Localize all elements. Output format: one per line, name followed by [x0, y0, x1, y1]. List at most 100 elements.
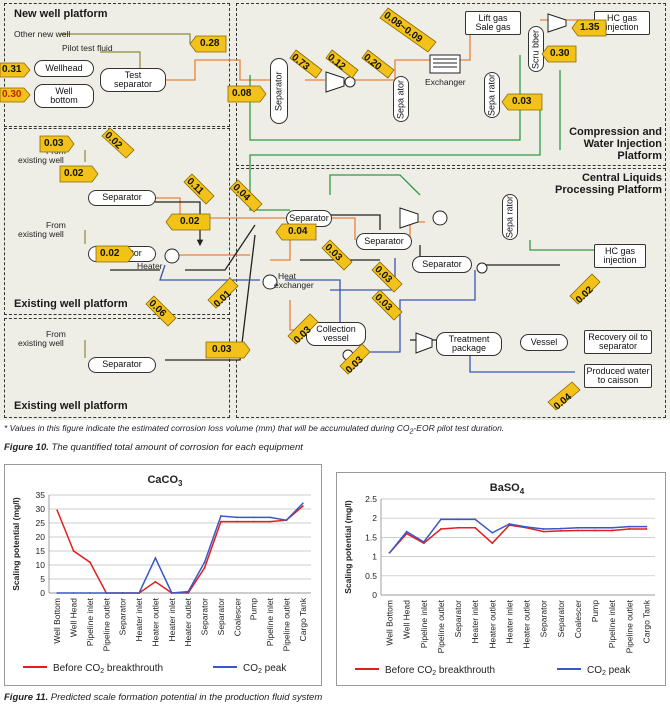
data-point — [645, 528, 648, 530]
tag-shape — [59, 165, 99, 183]
data-point — [457, 518, 459, 521]
data-point — [220, 520, 222, 523]
value-0-03-a: 0.03 — [512, 96, 532, 107]
data-point — [405, 530, 408, 533]
x-tick-label: Pipeline inlet — [265, 597, 275, 646]
data-point — [252, 520, 255, 523]
data-point — [72, 592, 75, 594]
tag-shape — [95, 245, 135, 263]
x-tick-label: Pump — [249, 598, 259, 620]
x-tick-label: Separator — [200, 598, 210, 635]
separator-label: Separator — [102, 359, 142, 370]
produced-label-1: Produced water — [586, 365, 650, 376]
zone-title-central-2: Processing Platform — [555, 184, 662, 196]
data-point — [252, 516, 255, 519]
data-point — [203, 566, 206, 569]
legend-sub: 2 — [258, 668, 262, 675]
x-tick-label: Pipeline outlet — [624, 599, 634, 653]
tag-shape — [325, 49, 359, 79]
hc-gas-label-1: HC gas — [604, 245, 635, 256]
data-point — [154, 580, 157, 583]
y-tick-label: 5 — [40, 574, 45, 584]
y-tick-label: 0 — [372, 590, 377, 600]
figure-10-diagram: New well platform Existing well platform… — [0, 0, 670, 420]
tag-shape — [571, 19, 607, 37]
value-0-02-a: 0.02 — [64, 168, 84, 179]
from-existing-well-label-2b: existing well — [18, 229, 64, 239]
data-point — [440, 528, 442, 530]
legend-sub: 2 — [432, 670, 436, 677]
data-point — [269, 516, 271, 519]
data-point — [187, 592, 190, 594]
x-tick-label: Heater outlet — [150, 597, 160, 646]
data-point — [422, 541, 425, 543]
legend-post: breakthrouth — [436, 665, 495, 676]
note-sub: 2 — [409, 427, 414, 436]
tag-shape — [541, 45, 577, 63]
tag-shape — [361, 49, 395, 79]
note-text: * Values in this figure indicate the est… — [4, 423, 410, 433]
wellhead-label: Wellhead — [45, 62, 83, 73]
figure-10-note: * Values in this figure indicate the est… — [4, 423, 666, 436]
x-tick-label: Heater inlet — [470, 599, 480, 643]
x-tick-label: Separator — [453, 600, 463, 637]
tag-shape — [165, 213, 211, 231]
x-tick-label: Well Bottom — [52, 598, 62, 644]
x-tick-label: Well Head — [69, 598, 79, 637]
hc-gas-label-1: HC gas — [606, 12, 637, 23]
value-0-08-a: 0.08 — [232, 88, 252, 99]
tag-shape — [101, 127, 135, 159]
chart-title: CaCO3 — [147, 474, 183, 488]
collection-label-2: vessel — [323, 333, 349, 343]
tag-shape — [547, 381, 581, 411]
data-point — [89, 592, 91, 594]
figure-10-caption-label: Figure 10. — [4, 442, 49, 453]
data-point — [170, 592, 173, 594]
value-0-02-c: 0.02 — [100, 248, 120, 259]
x-tick-label: Coalescer — [232, 598, 242, 636]
well-bottom-label-2: bottom — [50, 95, 78, 105]
value-0-28: 0.28 — [200, 38, 220, 49]
legend-post: peak — [606, 665, 631, 676]
heat-exchanger-label-1: Heat — [278, 271, 296, 281]
chart-title-sub: 4 — [520, 487, 525, 496]
from-existing-well-label-3a: From — [46, 329, 66, 339]
zone-title-existing-top: Existing well platform — [14, 298, 128, 310]
y-tick-label: 0 — [40, 588, 45, 598]
figure-10-caption: Figure 10. The quantified total amount o… — [4, 442, 303, 453]
separator-label: Separator — [422, 258, 462, 269]
note-end: -EOR pilot test duration. — [413, 423, 505, 433]
heater-label: Heater — [137, 261, 163, 271]
treatment-label-2: package — [451, 343, 487, 353]
separator-node-existing-1: Separator — [88, 190, 156, 206]
series-line-before-breakthrough — [56, 505, 304, 594]
value-tags — [0, 7, 607, 411]
data-point — [138, 592, 140, 594]
x-tick-label: Pipeline outlet — [101, 597, 111, 651]
figure-11-caption: Figure 11. Predicted scale formation pot… — [4, 692, 322, 703]
tag-shape — [229, 179, 263, 213]
data-point — [72, 550, 75, 552]
x-tick-label: Pipeline inlet — [419, 599, 429, 648]
wellhead-node: Wellhead — [34, 60, 94, 77]
legend-post: breakthrouth — [104, 663, 163, 674]
zone-title-compression-3: Platform — [617, 150, 662, 162]
data-point — [491, 531, 494, 534]
from-existing-well-label-1b: existing well — [18, 155, 64, 165]
from-existing-well-label-3b: existing well — [18, 338, 64, 348]
value-0-31: 0.31 — [2, 64, 22, 75]
tag-shape — [227, 85, 267, 103]
recovery-label-1: Recovery oil to — [588, 331, 648, 342]
y-tick-label: 1 — [372, 552, 377, 562]
zone-title-compression-1: Compression and — [569, 126, 662, 138]
tag-shape — [0, 62, 31, 78]
value-0-04-b: 0.04 — [288, 226, 308, 237]
test-separator-label-2: separator — [113, 79, 153, 89]
tag-shape — [145, 295, 177, 327]
